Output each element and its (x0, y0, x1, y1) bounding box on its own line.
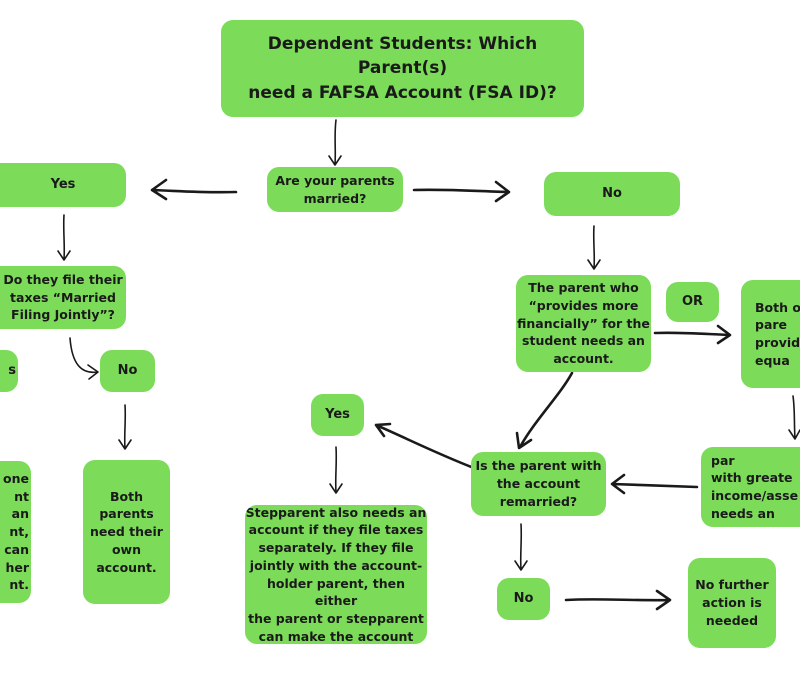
arrow-title-to-married (328, 119, 342, 166)
or-box: OR (666, 282, 719, 322)
both-parents-account-box: Both parents need their own account. (83, 460, 170, 604)
arrow-jointly-to-no (69, 337, 99, 380)
no-further-action-box: No further action is needed (688, 558, 776, 648)
no-jointly-box: No (100, 350, 155, 392)
both-equal-text: Both o pare provide equa (755, 299, 800, 368)
arrow-no-to-provides (587, 225, 601, 270)
yes-jointly-text: s (8, 362, 16, 378)
arrow-yes-to-jointly (57, 214, 71, 261)
married-question-text: Are your parents married? (275, 172, 395, 206)
yes-remarried-text: Yes (325, 406, 350, 422)
one-parent-account-box: one nt an nt, can her nt. (0, 461, 31, 603)
arrow-equal-to-greater (788, 395, 800, 440)
arrow-no-to-nofurther (564, 589, 672, 611)
or-text: OR (681, 293, 704, 309)
remarried-question-box: Is the parent with the account remarried… (471, 452, 606, 516)
arrow-nojointly-to-both (118, 404, 132, 450)
married-question-box: Are your parents married? (267, 167, 403, 212)
arrow-remarried-to-yes (374, 422, 476, 470)
arrow-married-to-no (412, 180, 511, 203)
both-parents-account-text: Both parents need their own account. (90, 488, 163, 575)
one-parent-account-text: one nt an nt, can her nt. (3, 470, 29, 593)
remarried-question-text: Is the parent with the account remarried… (475, 458, 602, 509)
greater-income-text: Then the par with greate income/asse nee… (711, 447, 799, 527)
file-jointly-question-box: Do they file their taxes “Married Filing… (0, 266, 126, 329)
yes-married-box: Yes (0, 163, 126, 207)
no-remarried-box: No (497, 578, 550, 620)
no-married-box: No (544, 172, 680, 216)
no-remarried-text: No (513, 590, 534, 606)
both-equal-box: Both o pare provide equa (741, 280, 800, 388)
yes-jointly-box: s (0, 350, 18, 392)
provides-more-box: The parent who “provides more financiall… (516, 275, 651, 372)
arrow-provides-to-equal (653, 324, 732, 345)
yes-married-text: Yes (50, 176, 76, 192)
no-married-text: No (602, 185, 622, 201)
arrow-yes-to-stepparent (329, 446, 343, 494)
arrow-greater-to-remarried (610, 473, 699, 495)
stepparent-box: Stepparent also needs an account if they… (245, 505, 427, 644)
yes-remarried-box: Yes (311, 394, 364, 436)
stepparent-text: Stepparent also needs an account if they… (245, 505, 427, 644)
greater-income-box: Then the par with greate income/asse nee… (701, 447, 800, 527)
provides-more-text: The parent who “provides more financiall… (517, 280, 650, 367)
arrow-remarried-to-no (514, 523, 528, 571)
no-jointly-text: No (117, 362, 138, 378)
file-jointly-question-text: Do they file their taxes “Married Filing… (3, 271, 123, 323)
arrow-married-to-yes (150, 178, 238, 201)
arrow-provides-to-remarried (515, 371, 574, 450)
no-further-action-text: No further action is needed (695, 577, 769, 628)
title-box: Dependent Students: Which Parent(s) need… (221, 20, 584, 117)
title-text: Dependent Students: Which Parent(s) need… (248, 34, 557, 103)
